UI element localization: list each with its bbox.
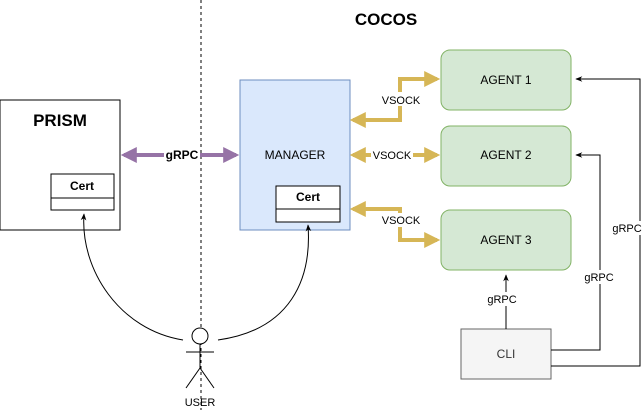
vsock-link-agent-3: VSOCK — [349, 201, 441, 248]
cli-agent-1-grpc-label: gRPC — [612, 223, 641, 235]
cli-agent-2-grpc-label: gRPC — [584, 272, 613, 284]
agent-2-label: AGENT 2 — [480, 148, 531, 162]
prism-manager-grpc-label: gRPC — [166, 148, 199, 162]
vsock-label-agent-2: VSOCK — [373, 150, 412, 162]
cli-label: CLI — [497, 347, 516, 361]
manager-cert-label: Cert — [296, 190, 320, 204]
prism-node: PRISM Cert — [0, 99, 121, 231]
user-to-prism-cert-arrow — [80, 213, 184, 341]
agent-3-label: AGENT 3 — [480, 233, 531, 247]
cocos-title: COCOS — [355, 10, 417, 29]
user-label: USER — [185, 397, 216, 409]
cli-agent-2-grpc-link: gRPC — [551, 152, 616, 351]
prism-label: PRISM — [33, 111, 87, 130]
cli-agent-3-grpc-label: gRPC — [487, 294, 516, 306]
cli-node: CLI — [460, 328, 552, 380]
user-to-manager-cert-arrow — [217, 224, 312, 341]
agent-1-label: AGENT 1 — [480, 73, 531, 87]
prism-manager-grpc-link: gRPC — [120, 147, 240, 163]
cli-agent-3-grpc-link: gRPC — [486, 274, 520, 329]
user-actor: USER — [185, 327, 216, 409]
prism-cert-label: Cert — [70, 179, 94, 193]
vsock-label-agent-3: VSOCK — [382, 215, 421, 227]
vsock-link-agent-1: VSOCK — [349, 71, 441, 128]
cli-agent-1-grpc-link: gRPC — [551, 76, 643, 367]
vsock-link-agent-2: VSOCK — [349, 147, 441, 163]
manager-node: MANAGER Cert — [239, 79, 351, 231]
agent-1-node: AGENT 1 — [440, 49, 572, 111]
agent-2-node: AGENT 2 — [440, 125, 572, 187]
manager-cert-box — [275, 185, 341, 223]
vsock-label-agent-1: VSOCK — [382, 95, 421, 107]
prism-cert-box — [50, 173, 115, 211]
manager-label: MANAGER — [265, 148, 326, 162]
agent-3-node: AGENT 3 — [440, 209, 572, 271]
